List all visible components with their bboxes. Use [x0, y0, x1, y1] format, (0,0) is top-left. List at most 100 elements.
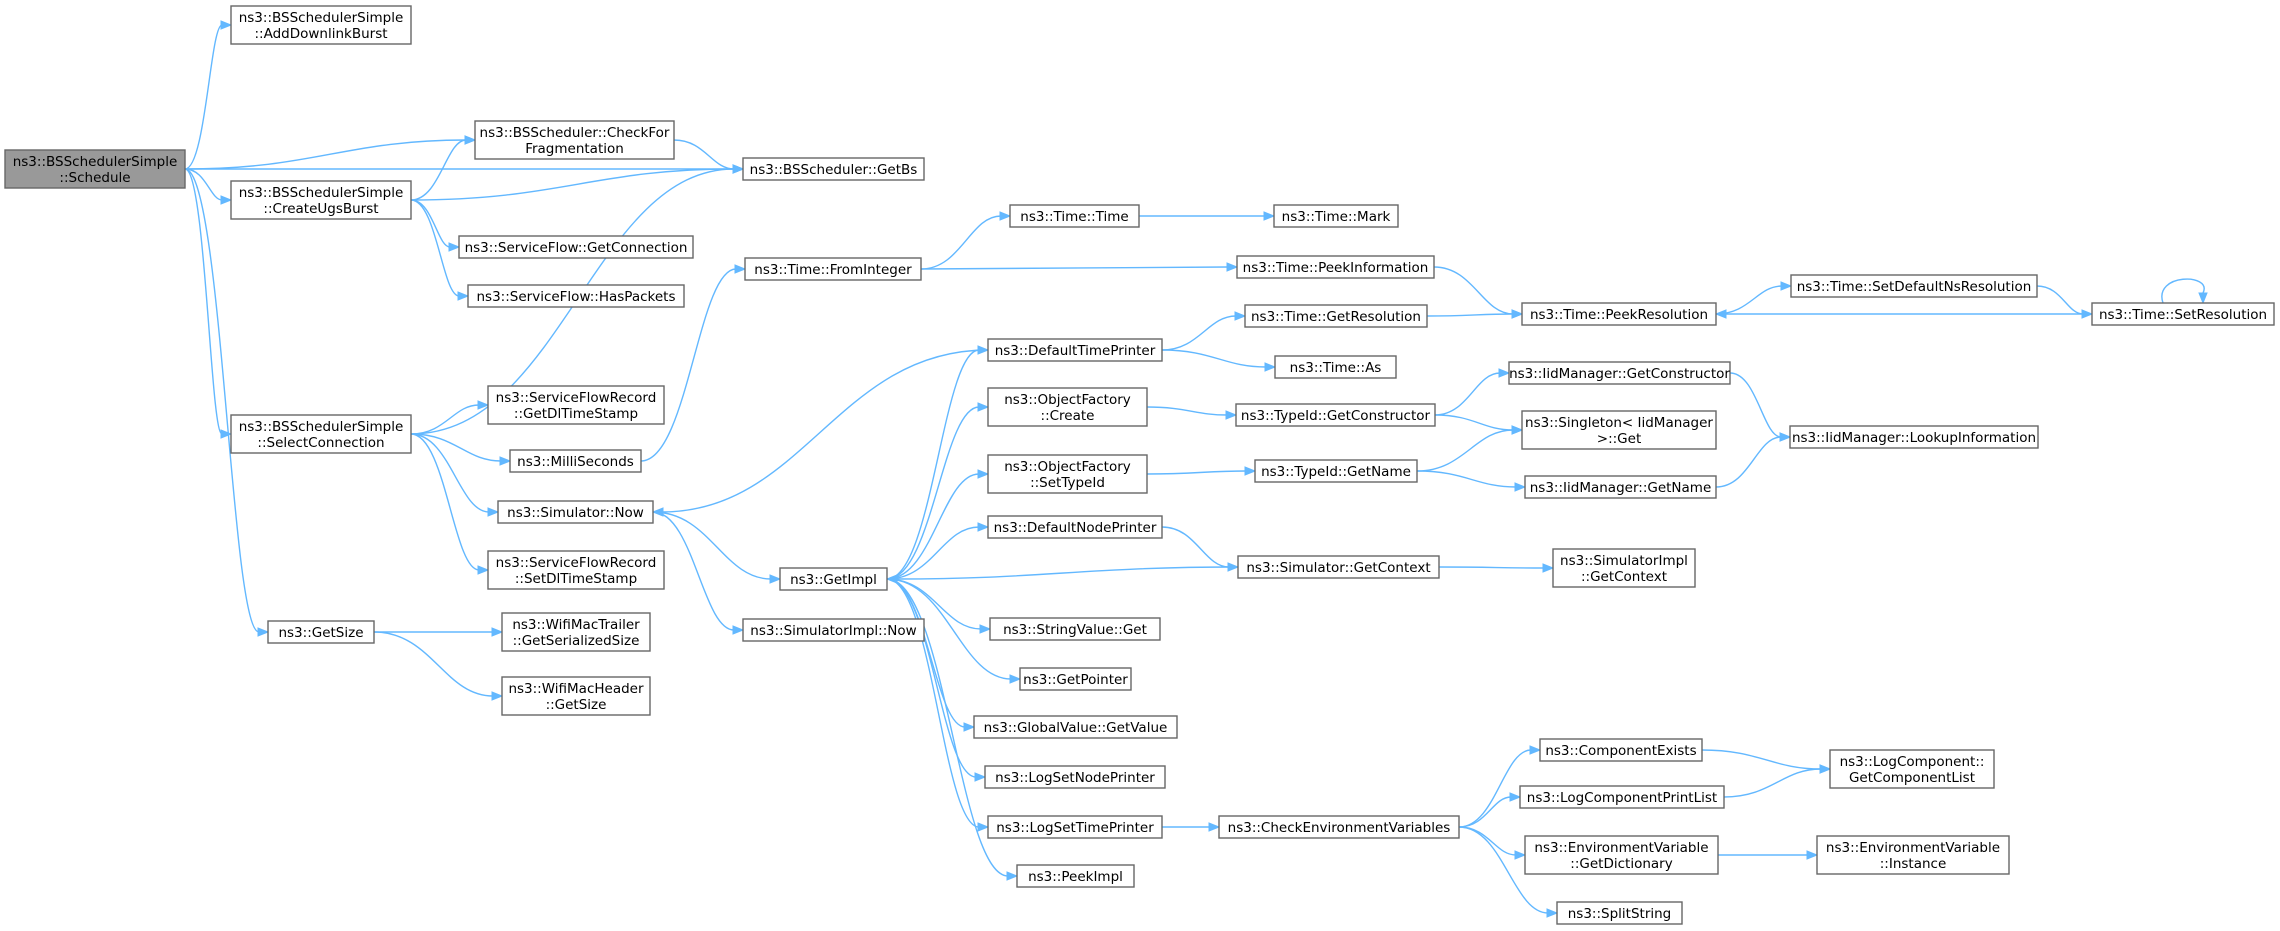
node-simNow[interactable]: ns3::Simulator::Now	[497, 500, 654, 524]
node-getResolution[interactable]: ns3::Time::GetResolution	[1244, 304, 1428, 328]
edge-arrowhead	[1514, 850, 1527, 860]
node-label: ns3::LogComponentPrintList	[1527, 790, 1717, 806]
node-peekInformation[interactable]: ns3::Time::PeekInformation	[1236, 255, 1435, 279]
node-box	[984, 765, 1166, 789]
edge-arrowhead	[1006, 871, 1019, 881]
node-label: ns3::IidManager::GetConstructor	[1509, 366, 1730, 382]
node-getPointer[interactable]: ns3::GetPointer	[1019, 667, 1132, 691]
node-createUgsBurst[interactable]: ns3::BSSchedulerSimple::CreateUgsBurst	[230, 180, 412, 220]
node-box	[1524, 475, 1717, 499]
node-sfrGetDl[interactable]: ns3::ServiceFlowRecord::GetDlTimeStamp	[487, 385, 665, 425]
node-iidGetConstructor[interactable]: ns3::IidManager::GetConstructor	[1508, 361, 1731, 385]
node-logSetTimePrinter[interactable]: ns3::LogSetTimePrinter	[987, 815, 1163, 839]
node-box	[1521, 302, 1717, 326]
node-tidGetName[interactable]: ns3::TypeId::GetName	[1254, 459, 1418, 483]
node-headerSize[interactable]: ns3::WifiMacHeader::GetSize	[501, 676, 651, 716]
edge-ofSetTypeId-to-tidGetName	[1146, 466, 1257, 476]
node-simImplNow[interactable]: ns3::SimulatorImpl::Now	[742, 618, 925, 642]
edge-line	[1161, 315, 1237, 351]
node-logSetNodePrinter[interactable]: ns3::LogSetNodePrinter	[984, 765, 1166, 789]
node-addDownlinkBurst[interactable]: ns3::BSSchedulerSimple::AddDownlinkBurst	[230, 5, 412, 45]
node-box	[989, 617, 1161, 641]
node-tidGetConstructor[interactable]: ns3::TypeId::GetConstructor	[1235, 403, 1436, 427]
edge-getImpl-to-ofSetTypeId	[886, 469, 990, 580]
edge-line	[886, 349, 980, 580]
node-label: ::GetDictionary	[1570, 856, 1672, 872]
node-stringValueGet[interactable]: ns3::StringValue::Get	[989, 617, 1161, 641]
edge-line	[1161, 526, 1230, 568]
node-timeTime[interactable]: ns3::Time::Time	[1009, 204, 1140, 228]
node-envInstance[interactable]: ns3::EnvironmentVariable::Instance	[1816, 835, 2010, 875]
node-label: ::GetSize	[546, 697, 607, 713]
node-timeAs[interactable]: ns3::Time::As	[1274, 355, 1397, 379]
node-splitString[interactable]: ns3::SplitString	[1556, 901, 1683, 925]
node-box	[1016, 864, 1135, 888]
edge-envGetDictionary-to-envInstance	[1718, 850, 1819, 860]
node-selectConnection[interactable]: ns3::BSSchedulerSimple::SelectConnection	[230, 414, 412, 454]
edge-line	[652, 511, 735, 631]
edge-arrowhead	[2198, 292, 2208, 305]
node-singletonGet[interactable]: ns3::Singleton< IidManager>::Get	[1521, 410, 1717, 450]
node-box	[2091, 302, 2275, 326]
node-simGetContext[interactable]: ns3::Simulator::GetContext	[1237, 555, 1440, 579]
node-box	[987, 387, 1148, 427]
node-label: ns3::StringValue::Get	[1003, 622, 1147, 638]
node-envGetDictionary[interactable]: ns3::EnvironmentVariable::GetDictionary	[1524, 835, 1719, 875]
node-label: ns3::BSSchedulerSimple	[13, 154, 178, 170]
node-lookupInformation[interactable]: ns3::IidManager::LookupInformation	[1789, 425, 2039, 449]
node-timeMark[interactable]: ns3::Time::Mark	[1273, 204, 1399, 228]
edge-arrowhead	[1244, 466, 1257, 476]
node-ofCreate[interactable]: ns3::ObjectFactory::Create	[987, 387, 1148, 427]
node-label: ns3::Time::PeekInformation	[1243, 260, 1429, 276]
node-label: ns3::LogComponent::	[1840, 754, 1985, 770]
node-label: ns3::ServiceFlow::HasPackets	[477, 289, 676, 305]
node-label: ns3::BSScheduler::CheckFor	[480, 125, 670, 141]
node-box	[987, 338, 1163, 362]
node-label: ns3::TypeId::GetConstructor	[1241, 408, 1431, 424]
edge-line	[184, 139, 467, 170]
edge-tidGetConstructor-to-iidGetConstructor	[1434, 368, 1511, 416]
edge-arrowhead	[477, 400, 490, 410]
node-milliSeconds[interactable]: ns3::MilliSeconds	[509, 449, 642, 473]
node-peekResolution[interactable]: ns3::Time::PeekResolution	[1521, 302, 1717, 326]
node-getSize[interactable]: ns3::GetSize	[267, 620, 375, 644]
node-label: ns3::BSSchedulerSimple	[239, 419, 404, 435]
edge-line	[410, 433, 490, 513]
node-label: ns3::GetSize	[278, 625, 363, 641]
node-label: ns3::ServiceFlowRecord	[496, 390, 657, 406]
edge-timeTime-to-timeMark	[1139, 211, 1276, 221]
edge-line	[640, 268, 737, 462]
node-box	[458, 235, 694, 259]
node-fromInteger[interactable]: ns3::Time::FromInteger	[744, 257, 922, 281]
node-checkEnvVars[interactable]: ns3::CheckEnvironmentVariables	[1218, 815, 1460, 839]
node-gvGetValue[interactable]: ns3::GlobalValue::GetValue	[973, 715, 1178, 739]
node-schedule[interactable]: ns3::BSSchedulerSimple::Schedule	[4, 149, 186, 189]
node-trailerSize[interactable]: ns3::WifiMacTrailer::GetSerializedSize	[501, 612, 651, 652]
node-getBs[interactable]: ns3::BSScheduler::GetBs	[742, 157, 925, 181]
node-defaultNodePrinter[interactable]: ns3::DefaultNodePrinter	[987, 515, 1163, 539]
node-simImplGetContext[interactable]: ns3::SimulatorImpl::GetContext	[1552, 548, 1696, 588]
node-box	[1524, 835, 1719, 875]
node-componentExists[interactable]: ns3::ComponentExists	[1539, 738, 1703, 762]
node-box	[1519, 785, 1725, 809]
node-defaultTimePrinter[interactable]: ns3::DefaultTimePrinter	[987, 338, 1163, 362]
node-sfGetConnection[interactable]: ns3::ServiceFlow::GetConnection	[458, 235, 694, 259]
node-peekImpl[interactable]: ns3::PeekImpl	[1016, 864, 1135, 888]
node-logComponentPrintList[interactable]: ns3::LogComponentPrintList	[1519, 785, 1725, 809]
node-iidGetName[interactable]: ns3::IidManager::GetName	[1524, 475, 1717, 499]
node-label: ns3::LogSetTimePrinter	[996, 820, 1154, 836]
edge-peekInformation-to-peekResolution	[1433, 266, 1524, 319]
node-setResolution[interactable]: ns3::Time::SetResolution	[2091, 302, 2275, 326]
edge-line	[661, 349, 989, 513]
node-getImpl[interactable]: ns3::GetImpl	[779, 567, 888, 591]
node-sfrSetDl[interactable]: ns3::ServiceFlowRecord::SetDlTimeStamp	[487, 550, 665, 590]
edge-line	[1701, 749, 1822, 770]
node-ofSetTypeId[interactable]: ns3::ObjectFactory::SetTypeId	[987, 454, 1148, 494]
node-getComponentList[interactable]: ns3::LogComponent::GetComponentList	[1829, 749, 1995, 789]
node-sfHasPackets[interactable]: ns3::ServiceFlow::HasPackets	[467, 284, 685, 308]
node-setDefaultNsRes[interactable]: ns3::Time::SetDefaultNsResolution	[1790, 274, 2038, 298]
edge-line	[673, 139, 735, 170]
edge-arrowhead	[1542, 563, 1555, 573]
nodes-layer: ns3::BSSchedulerSimple::Schedulens3::BSS…	[4, 5, 2275, 925]
